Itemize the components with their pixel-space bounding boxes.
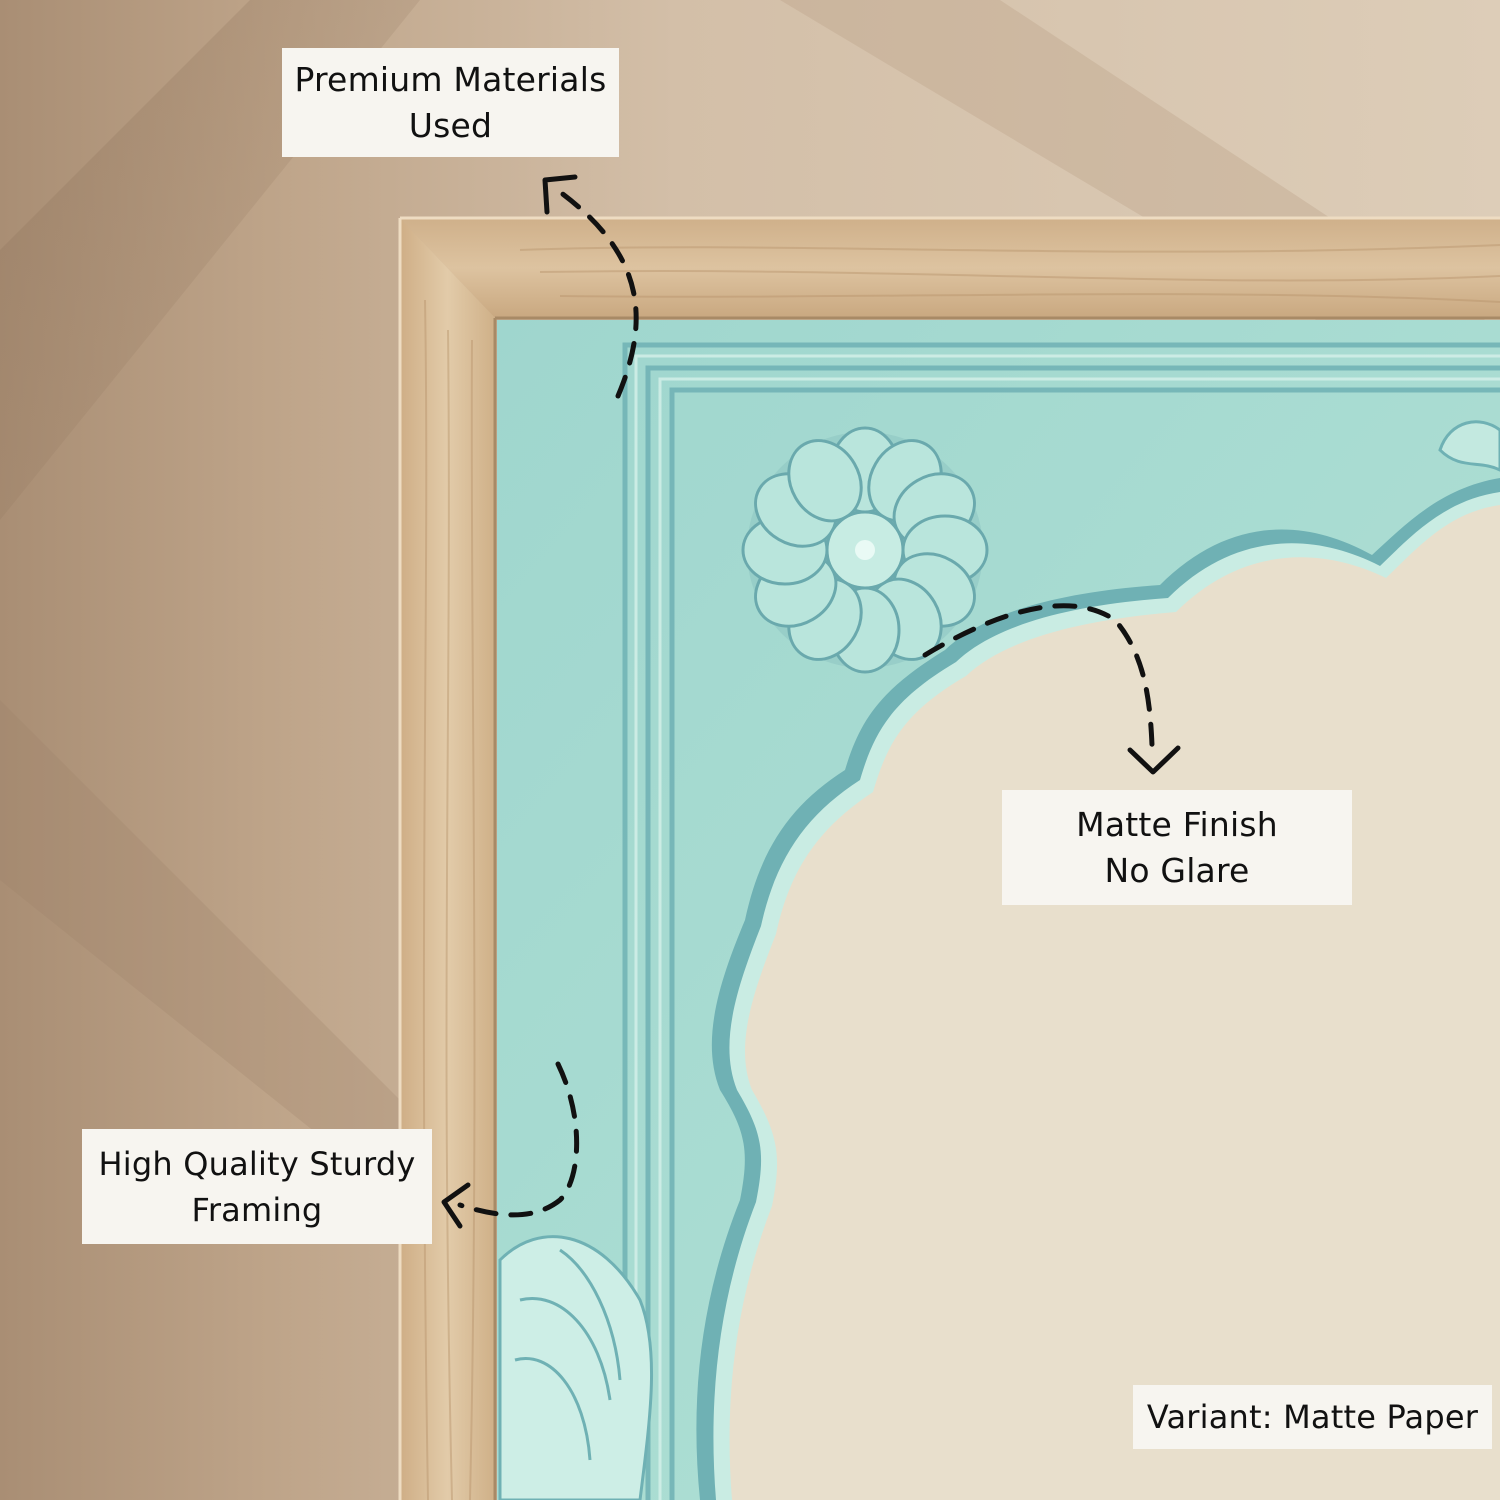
sturdy-framing-label: High Quality Sturdy Framing [82, 1129, 432, 1244]
variant-label: Variant: Matte Paper [1133, 1385, 1492, 1449]
wood-grain [422, 244, 1500, 1500]
premium-materials-line1: Premium Materials [294, 59, 607, 99]
carved-border-highlight [634, 354, 1500, 1500]
arrowhead-framing [441, 1182, 471, 1229]
premium-materials-label: Premium Materials Used [282, 48, 619, 157]
sturdy-framing-line1: High Quality Sturdy [98, 1144, 416, 1183]
matte-finish-line1: Matte Finish [1076, 804, 1278, 844]
variant-text: Variant: Matte Paper [1146, 1398, 1479, 1436]
wall-shadow [0, 700, 400, 1200]
arrow-sturdy-framing [457, 1061, 580, 1218]
matte-finish-label: Matte Finish No Glare [1002, 790, 1352, 905]
arrowhead-matte [1127, 745, 1181, 775]
flower-rosette [741, 426, 989, 674]
carved-border [622, 342, 1500, 1500]
arrow-premium-materials [557, 189, 639, 399]
premium-materials-line2: Used [408, 105, 493, 145]
leaf-ornament [498, 1235, 654, 1500]
matte-finish-line2: No Glare [1104, 850, 1250, 890]
carved-ornament [1438, 420, 1500, 472]
arrow-matte-finish [922, 603, 1155, 748]
sturdy-framing-line2: Framing [191, 1190, 323, 1229]
arch-inner-panel [729, 505, 1500, 1500]
arrowhead-premium [542, 174, 578, 215]
wooden-frame-top [400, 218, 1500, 318]
